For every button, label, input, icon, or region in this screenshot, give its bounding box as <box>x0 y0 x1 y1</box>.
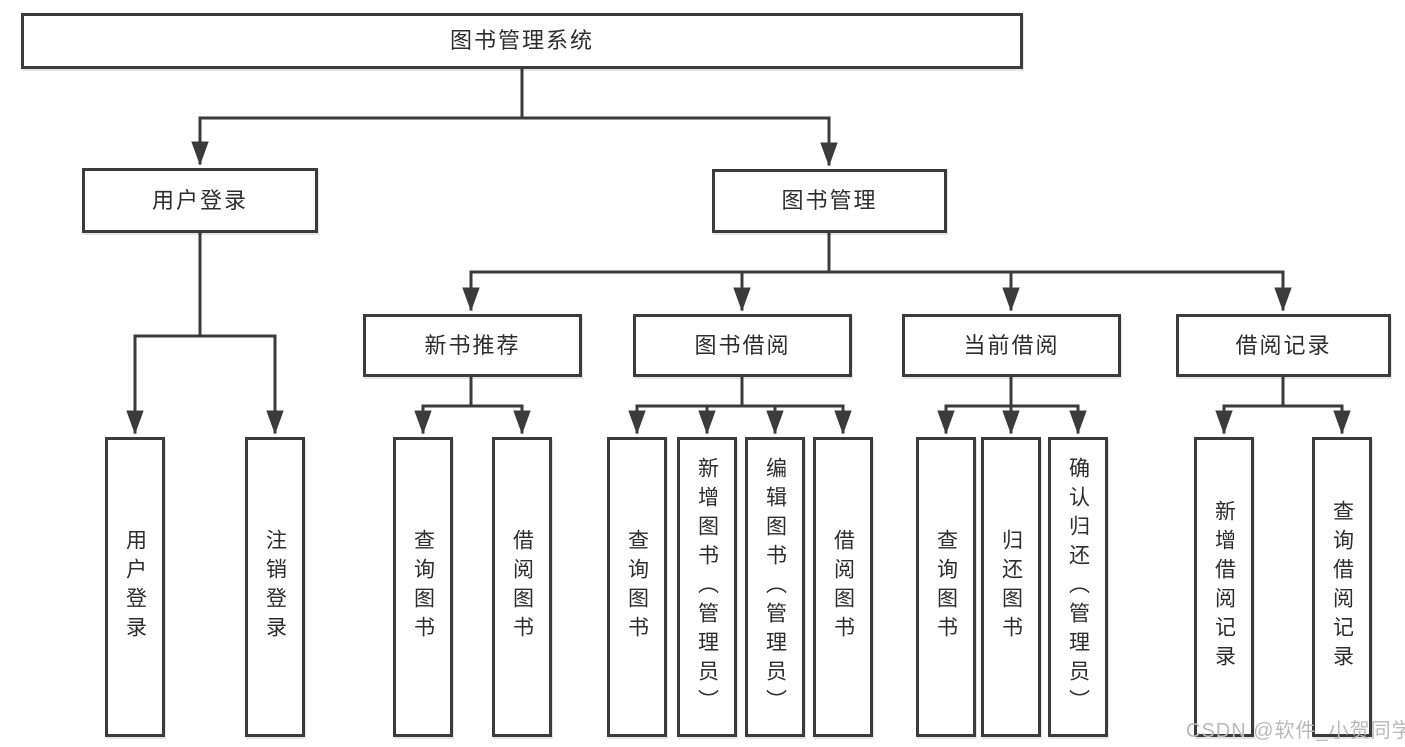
node-user-login: 用户登录 <box>82 168 318 233</box>
node-library-management-system: 图书管理系统 <box>21 13 1023 69</box>
csdn-watermark: CSDN @软件_小贺同学 <box>1186 720 1405 742</box>
node-current-borrow: 当前借阅 <box>902 314 1121 377</box>
leaf-user-login: 用户登录 <box>105 437 165 737</box>
leaf-confirm-return-admin: 确认归还（管理员） <box>1048 437 1108 737</box>
node-new-book-recommend: 新书推荐 <box>363 314 582 377</box>
leaf-edit-book-admin: 编辑图书（管理员） <box>745 437 805 737</box>
leaf-query-borrow-record: 查询借阅记录 <box>1312 437 1372 737</box>
leaf-borrow-book-borrow: 借阅图书 <box>813 437 873 737</box>
node-borrow-record: 借阅记录 <box>1176 314 1391 377</box>
node-book-borrow: 图书借阅 <box>633 314 852 377</box>
leaf-borrow-book-recommend: 借阅图书 <box>492 437 552 737</box>
leaf-add-borrow-record: 新增借阅记录 <box>1194 437 1254 737</box>
leaf-add-book-admin: 新增图书（管理员） <box>677 437 737 737</box>
leaf-query-book-recommend: 查询图书 <box>393 437 453 737</box>
leaf-query-book-current: 查询图书 <box>916 437 976 737</box>
leaf-query-book-borrow: 查询图书 <box>607 437 667 737</box>
leaf-return-book: 归还图书 <box>981 437 1041 737</box>
node-book-management: 图书管理 <box>712 169 947 233</box>
leaf-logout: 注销登录 <box>245 437 305 737</box>
